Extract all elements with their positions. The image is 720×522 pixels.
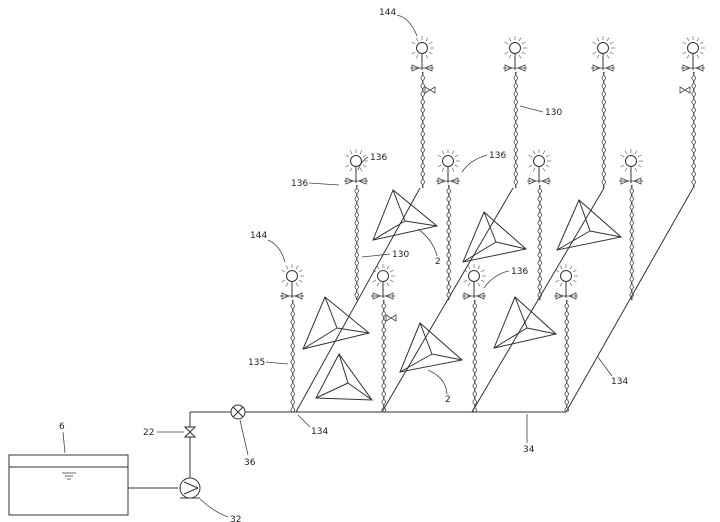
tube-assembly-9 [280,264,304,413]
wavy-tube [513,71,517,189]
label-meter-36: 36 [244,458,256,468]
wavy-tube [601,71,605,189]
label-pump-32: 32 [230,515,241,522]
label-tube-135: 135 [248,358,265,368]
tube-assembly-2 [503,36,527,189]
wavy-tube [354,184,358,301]
emitter-icon [377,270,389,282]
tube-assemblies [280,36,705,413]
tube-assembly-3 [591,36,615,189]
emitter-icon [597,42,609,54]
tube-assembly-1 [410,36,436,189]
leader-136a [357,156,369,171]
label-prism-2a: 2 [435,257,441,267]
wavy-tube [537,184,541,301]
label-nozzle-136c: 136 [489,151,506,161]
leader-135 [265,361,289,365]
emitter-icon [416,42,428,54]
wavy-tube [629,184,633,301]
label-tank-6: 6 [59,422,65,432]
diagonal-branch-pipes [295,187,694,413]
leader-134a [297,414,311,428]
pump [128,477,201,499]
label-branch-134b: 134 [611,377,628,387]
tube-assembly-5 [344,149,368,301]
emitter-icon [533,155,545,167]
tube-assembly-8 [619,149,643,301]
emitter-icon [687,42,699,54]
label-nozzle-136a: 136 [370,153,387,163]
label-tube-130b: 130 [392,250,409,260]
tube-assembly-11 [462,264,486,413]
leader-prism-2b [427,369,448,395]
wavy-tube [691,71,695,189]
emitter-icon [625,155,637,167]
label-valve-22: 22 [143,428,154,438]
leader-144b [267,239,286,263]
label-emitter-144b: 144 [250,231,267,241]
leader-136c [461,154,488,173]
emitter-icon [350,155,362,167]
leader-prism-2a [417,228,438,257]
leader-meter [239,419,249,456]
label-nozzle-136b: 136 [291,179,308,189]
side-valve-icon [424,86,431,94]
leader-130a [519,105,544,113]
label-prism-2b: 2 [445,395,451,405]
side-valve-icon [385,314,392,322]
emitter-icon [509,42,521,54]
emitter-icon [468,270,480,282]
emitter-icon [286,270,298,282]
water-tank [8,454,129,516]
prism-modules [302,189,623,401]
label-emitter-144a: 144 [379,8,396,18]
label-branch-134a: 134 [311,427,328,437]
leader-136b [308,182,340,186]
valve-icon [183,426,197,438]
leader-pump [199,498,229,518]
emitter-icon [560,270,572,282]
tube-assembly-6 [436,149,460,301]
leader-144a [396,14,418,37]
tube-assembly-7 [527,149,551,301]
emitter-icon [442,155,454,167]
label-tube-130a: 130 [545,108,562,118]
tube-assembly-10 [371,264,397,413]
side-valve-icon [679,86,686,94]
wavy-tube [420,71,424,189]
leader-134b [596,355,613,377]
leader-136d [483,270,510,289]
wavy-tube [446,184,450,301]
leader-130b [361,253,391,258]
leader-tank [62,431,66,454]
label-nozzle-136d: 136 [511,267,528,277]
tube-assembly-4 [679,36,705,189]
flow-meter-icon [230,404,246,420]
tube-assembly-12 [554,264,578,413]
label-main-34: 34 [523,445,535,455]
